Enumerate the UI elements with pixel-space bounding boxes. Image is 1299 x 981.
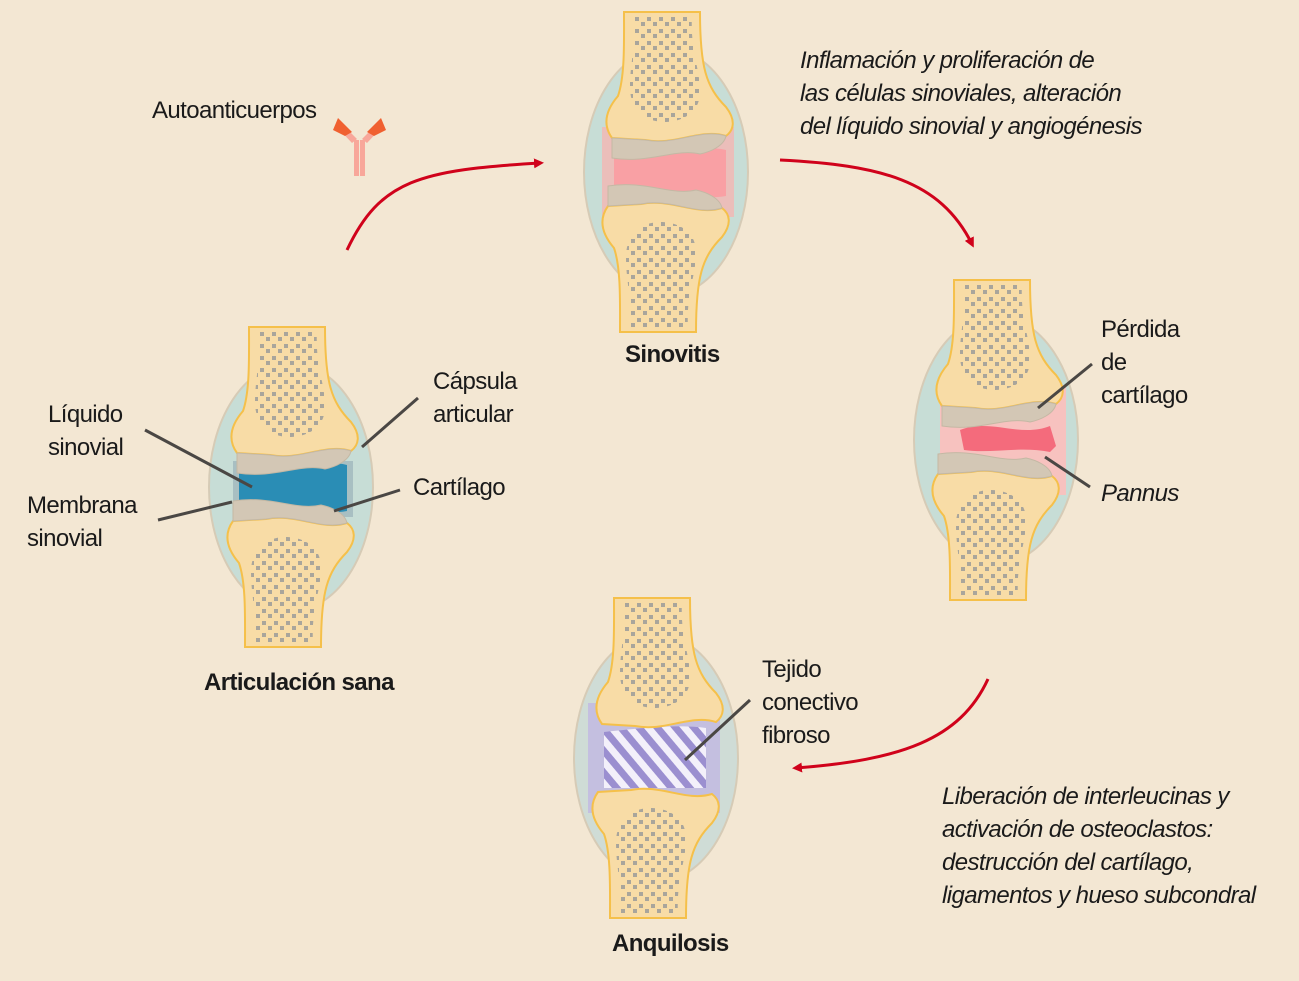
upper-bone (935, 279, 1064, 428)
arrow-to-synovitis (345, 158, 544, 251)
destruction-description: Liberación de interleucinas y activación… (942, 783, 1256, 909)
upper-bone (595, 597, 724, 729)
arrow-to-cartilage-loss (779, 158, 974, 248)
ankylosis-joint (573, 597, 739, 919)
leader-lines (144, 362, 1093, 762)
synovitis-joint (583, 11, 749, 333)
lower-bone (931, 452, 1060, 601)
healthy-joint (208, 326, 374, 648)
cartilage-loss-joint (913, 279, 1079, 601)
autoantibodies-label: Autoanticuerpos (152, 97, 317, 124)
synovitis-title: Sinovitis (625, 341, 720, 368)
fibrous-tissue-label: Tejido conectivo fibroso (762, 656, 859, 749)
synovitis-description: Inflamación y proliferación de las célul… (800, 47, 1143, 140)
cartilage-loss-label: Pérdida de cartílago (1101, 316, 1188, 409)
joint-capsule-label: Cápsula articular (433, 368, 517, 428)
cartilage-label: Cartílago (413, 474, 506, 501)
upper-bone (605, 11, 734, 160)
lower-bone (601, 184, 730, 333)
lower-bone (226, 499, 355, 648)
lower-bone (591, 787, 720, 919)
synovial-fluid-label: Líquido sinovial (48, 401, 124, 461)
synovial-membrane-label: Membrana sinovial (27, 492, 138, 552)
arrow-to-ankylosis (792, 678, 990, 773)
pannus-label: Pannus (1101, 480, 1179, 507)
upper-bone (230, 326, 359, 475)
antibody-icon (333, 118, 386, 176)
healthy-joint-title: Articulación sana (204, 669, 394, 696)
ankylosis-title: Anquilosis (612, 930, 729, 957)
